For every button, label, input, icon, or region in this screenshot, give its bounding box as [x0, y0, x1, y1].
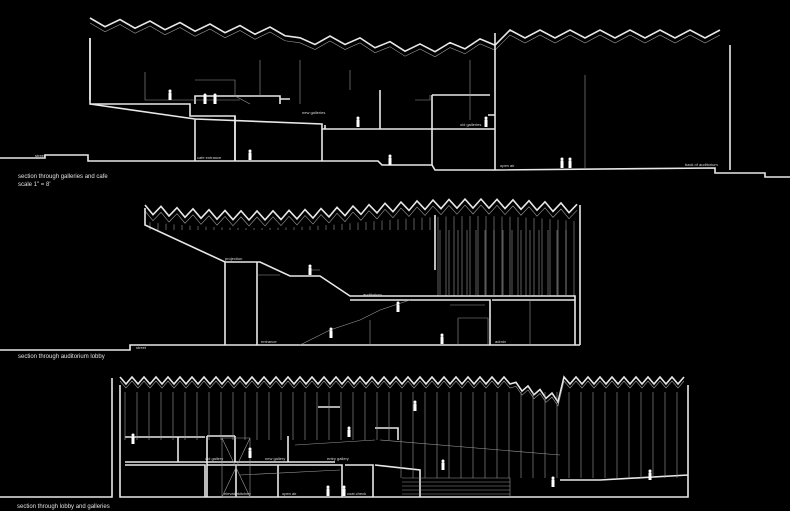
person-figure-body [347, 429, 351, 437]
person-figure-body [213, 96, 217, 104]
label-new-galleries: new galleries [302, 110, 325, 115]
person-figure-body [560, 160, 564, 168]
person-figure-body [248, 152, 252, 160]
section-auditorium-lobby: projection auditorium street entrance ad… [0, 197, 581, 360]
person-figure-head [648, 469, 652, 473]
roof-line [89, 17, 721, 53]
person-figure-head [560, 157, 564, 161]
person-figure-body [308, 267, 312, 275]
person-figure-head [248, 149, 252, 153]
person-figure-body [440, 336, 444, 344]
person-figure-body [648, 472, 652, 480]
person-figure-head [484, 116, 488, 120]
building-walls [119, 385, 689, 498]
label-old-galleries: old galleries [460, 122, 481, 127]
person-figure-head [203, 93, 207, 97]
person-figure-head [396, 301, 400, 305]
roof-zigzag [89, 17, 721, 58]
scale-label: scale 1" = 8' [18, 182, 50, 188]
person-figure-body [388, 157, 392, 165]
building-walls [144, 205, 581, 345]
ground-line [0, 344, 580, 351]
label-coat-check: coat check [347, 491, 366, 496]
roof-line [119, 375, 685, 404]
label-open-air-2: open air [282, 491, 297, 496]
person-figure-head [441, 459, 445, 463]
interior-lines [257, 269, 531, 346]
interior-lines [144, 60, 586, 168]
person-figure-head [168, 89, 172, 93]
label-entrance: entrance [261, 339, 277, 344]
person-figure-body [356, 119, 360, 127]
person-figure-body [396, 304, 400, 312]
label-entry-gallery: entry gallery [327, 456, 349, 461]
label-back-of-auditorium: back of auditorium [685, 162, 718, 167]
person-figure-head [213, 93, 217, 97]
person-figure-body [568, 160, 572, 168]
label-street: street [35, 153, 46, 158]
person-figure-head [356, 116, 360, 120]
person-figure-body [248, 450, 252, 458]
roof-line [144, 197, 578, 222]
person-figure-body [326, 488, 330, 496]
person-figure-body [441, 462, 445, 470]
person-figure-head [568, 157, 572, 161]
label-open-air: open air [500, 163, 515, 168]
person-figure-body [329, 330, 333, 338]
roof-zigzag [144, 197, 578, 296]
person-figure-head [248, 447, 252, 451]
person-figure-body [203, 96, 207, 104]
person-figure-body [413, 403, 417, 411]
person-figure-head [551, 476, 555, 480]
person-figure-head [326, 485, 330, 489]
label-auditorium: auditorium [363, 292, 382, 297]
caption-section-2: section through auditorium lobby [18, 354, 105, 360]
label-new-gallery: new gallery [265, 456, 285, 461]
roof-zigzag [119, 375, 685, 407]
person-figure-head [413, 400, 417, 404]
person-figure-head [388, 154, 392, 158]
building-outline [89, 38, 236, 161]
label-projection: projection [225, 256, 242, 261]
person-figure-head [342, 485, 346, 489]
person-figure-head [347, 426, 351, 430]
person-figure-body [131, 436, 135, 444]
label-old-gallery: old gallery [205, 456, 223, 461]
person-figure-head [329, 327, 333, 331]
label-cafe-entrance: cafe entrance [197, 155, 222, 160]
caption-section-1: section through galleries and cafe [18, 174, 108, 180]
building-walls [89, 33, 731, 170]
person-figure-head [131, 433, 135, 437]
label-elevator: elevator [224, 491, 239, 496]
ground-line [0, 378, 113, 498]
roof-line-inner [119, 380, 685, 407]
interior-lines [221, 437, 561, 498]
caption-section-3: section through lobby and galleries [17, 504, 110, 510]
person-figure-body [342, 488, 346, 496]
label-admin: admin [495, 339, 506, 344]
roof-line-inner [144, 204, 578, 227]
roof-line-inner [89, 22, 721, 58]
label-kitchen: kitchen [238, 491, 251, 496]
person-figure-body [168, 92, 172, 100]
person-figure-head [308, 264, 312, 268]
ground-line [0, 154, 790, 178]
person-figure-body [484, 119, 488, 127]
person-figure-head [440, 333, 444, 337]
person-figure-body [551, 479, 555, 487]
section-lobby-galleries: old gallery new gallery entry gallery el… [0, 375, 689, 510]
label-street-2: street [136, 345, 147, 350]
section-galleries-cafe: street cafe entrance new galleries old g… [0, 17, 790, 188]
